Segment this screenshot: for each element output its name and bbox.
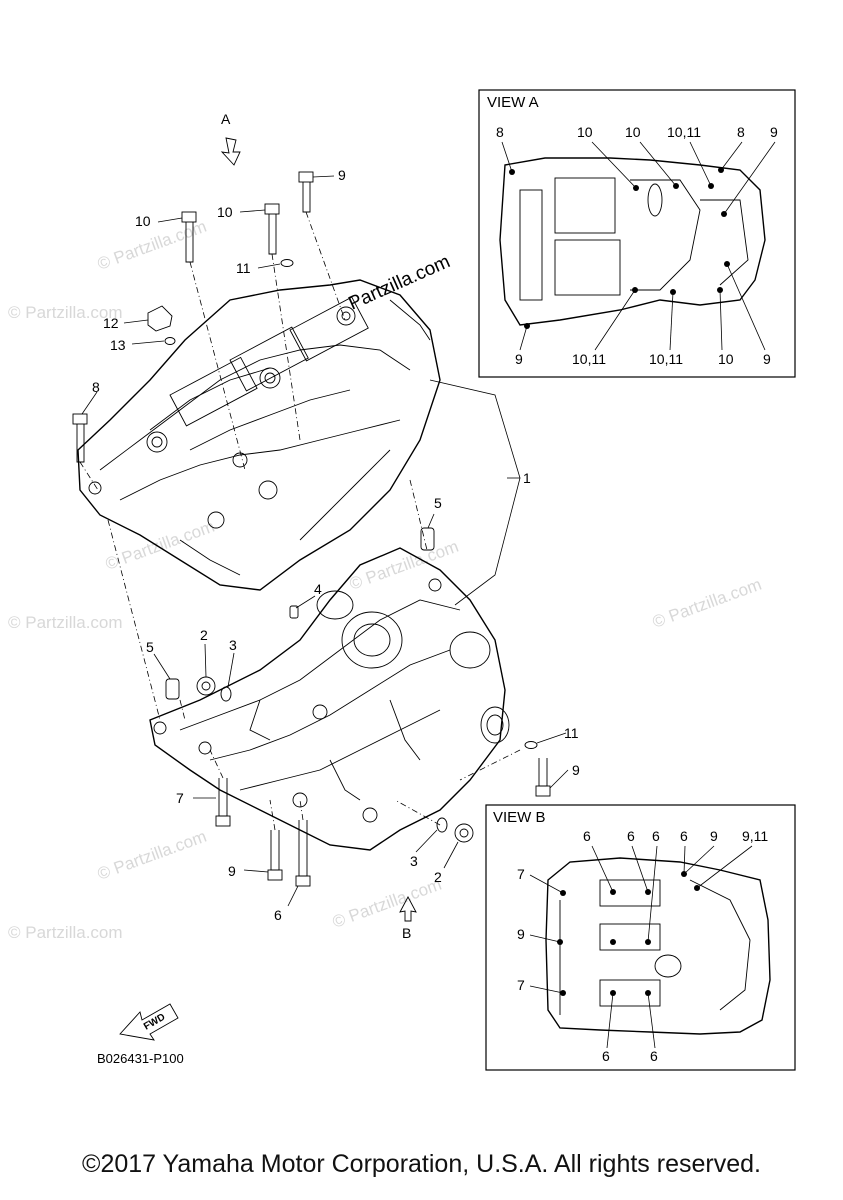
view-b-label: 9 xyxy=(517,926,525,942)
view-a-panel: VIEW A 8 10 10 10,11 8 9 9 10,11 10,11 1… xyxy=(478,89,796,378)
dowel-pin-icon xyxy=(289,605,299,619)
view-b-marker: B xyxy=(399,896,417,941)
view-a-label: 9 xyxy=(770,124,778,140)
dowel-pin-icon xyxy=(420,527,435,551)
forward-arrow-icon xyxy=(119,1003,179,1041)
copyright-notice: ©2017 Yamaha Motor Corporation, U.S.A. A… xyxy=(82,1150,761,1178)
arrow-up-icon xyxy=(399,896,417,922)
view-a-label: 10 xyxy=(577,124,593,140)
leader-lines xyxy=(81,175,569,907)
dowel-pin-icon xyxy=(165,678,180,700)
view-b-title: VIEW B xyxy=(493,809,546,826)
lower-crankcase xyxy=(149,547,510,851)
callout: 10 xyxy=(135,213,151,229)
view-b-label: 6 xyxy=(583,828,591,844)
plug-icon xyxy=(147,305,173,332)
washer-icon xyxy=(280,259,294,267)
view-b-label: 6 xyxy=(652,828,660,844)
circlip-icon xyxy=(436,817,448,833)
fasteners xyxy=(72,171,551,887)
o-ring-icon xyxy=(164,337,176,345)
bolt-icon xyxy=(535,785,551,797)
washer-icon xyxy=(524,741,538,749)
callout: 7 xyxy=(176,790,184,806)
view-b-label: 6 xyxy=(650,1048,658,1064)
view-b-label: 9,11 xyxy=(742,828,768,844)
callout: 12 xyxy=(103,315,119,331)
diagram-code: B026431-P100 xyxy=(97,1051,184,1066)
callout: 9 xyxy=(338,167,346,183)
watermark: © Partzilla.com xyxy=(330,875,444,932)
callout: 2 xyxy=(200,627,208,643)
view-b-label: 7 xyxy=(517,977,525,993)
bolt-icon xyxy=(181,211,197,223)
callout: 5 xyxy=(146,639,154,655)
view-b-label: 9 xyxy=(710,828,718,844)
watermark: © Partzilla.com xyxy=(347,537,461,594)
bushing-icon xyxy=(454,823,474,843)
fwd-label: FWD xyxy=(142,1012,167,1033)
view-b-label: 6 xyxy=(627,828,635,844)
callout: 2 xyxy=(434,869,442,885)
view-a-label: 10,11 xyxy=(572,351,606,367)
bolt-icon xyxy=(267,869,283,881)
callout: 8 xyxy=(92,379,100,395)
callout: 4 xyxy=(314,581,322,597)
bolt-icon xyxy=(295,875,311,887)
callout: 3 xyxy=(410,853,418,869)
view-a-letter: A xyxy=(221,111,231,127)
view-b-label: 7 xyxy=(517,866,525,882)
upper-crankcase xyxy=(77,279,441,591)
callout: 6 xyxy=(274,907,282,923)
callout: 9 xyxy=(228,863,236,879)
view-b-label: 6 xyxy=(602,1048,610,1064)
view-b-label: 6 xyxy=(680,828,688,844)
callout: 3 xyxy=(229,637,237,653)
circlip-icon xyxy=(220,686,232,702)
watermark: © Partzilla.com xyxy=(8,923,123,942)
bolt-icon xyxy=(215,815,231,827)
watermark-center: Partzilla.com xyxy=(345,251,453,314)
bolt-icon xyxy=(264,203,280,215)
callout: 11 xyxy=(564,725,579,741)
callout: 11 xyxy=(236,260,251,276)
watermark: © Partzilla.com xyxy=(95,217,209,274)
callout: 10 xyxy=(217,204,233,220)
callout: 1 xyxy=(523,470,531,486)
view-a-label: 8 xyxy=(737,124,745,140)
bushing-icon xyxy=(196,676,216,696)
watermark: © Partzilla.com xyxy=(8,303,123,322)
watermark: © Partzilla.com xyxy=(8,613,123,632)
callout: 13 xyxy=(110,337,126,353)
view-a-marker: A xyxy=(220,111,241,166)
forward-indicator: FWD xyxy=(119,1003,179,1041)
view-a-label: 8 xyxy=(496,124,504,140)
assembly-lines xyxy=(79,211,521,831)
watermark: © Partzilla.com xyxy=(95,827,209,884)
view-a-label: 9 xyxy=(515,351,523,367)
view-b-panel: VIEW B 6 6 6 6 9 9,11 7 9 7 6 6 xyxy=(485,804,796,1071)
arrow-down-icon xyxy=(220,137,241,166)
callout: 5 xyxy=(434,495,442,511)
view-a-label: 10,11 xyxy=(667,124,701,140)
bolt-icon xyxy=(72,413,88,425)
callout: 9 xyxy=(572,762,580,778)
watermark: © Partzilla.com xyxy=(650,575,764,632)
view-a-label: 10,11 xyxy=(649,351,683,367)
view-a-title: VIEW A xyxy=(487,94,539,111)
view-a-label: 9 xyxy=(763,351,771,367)
view-a-label: 10 xyxy=(718,351,734,367)
view-b-letter: B xyxy=(402,925,411,941)
view-a-label: 10 xyxy=(625,124,641,140)
callouts: 9 10 10 11 12 13 8 1 5 4 2 3 5 11 9 7 9 … xyxy=(92,167,580,923)
bolt-icon xyxy=(298,171,314,183)
